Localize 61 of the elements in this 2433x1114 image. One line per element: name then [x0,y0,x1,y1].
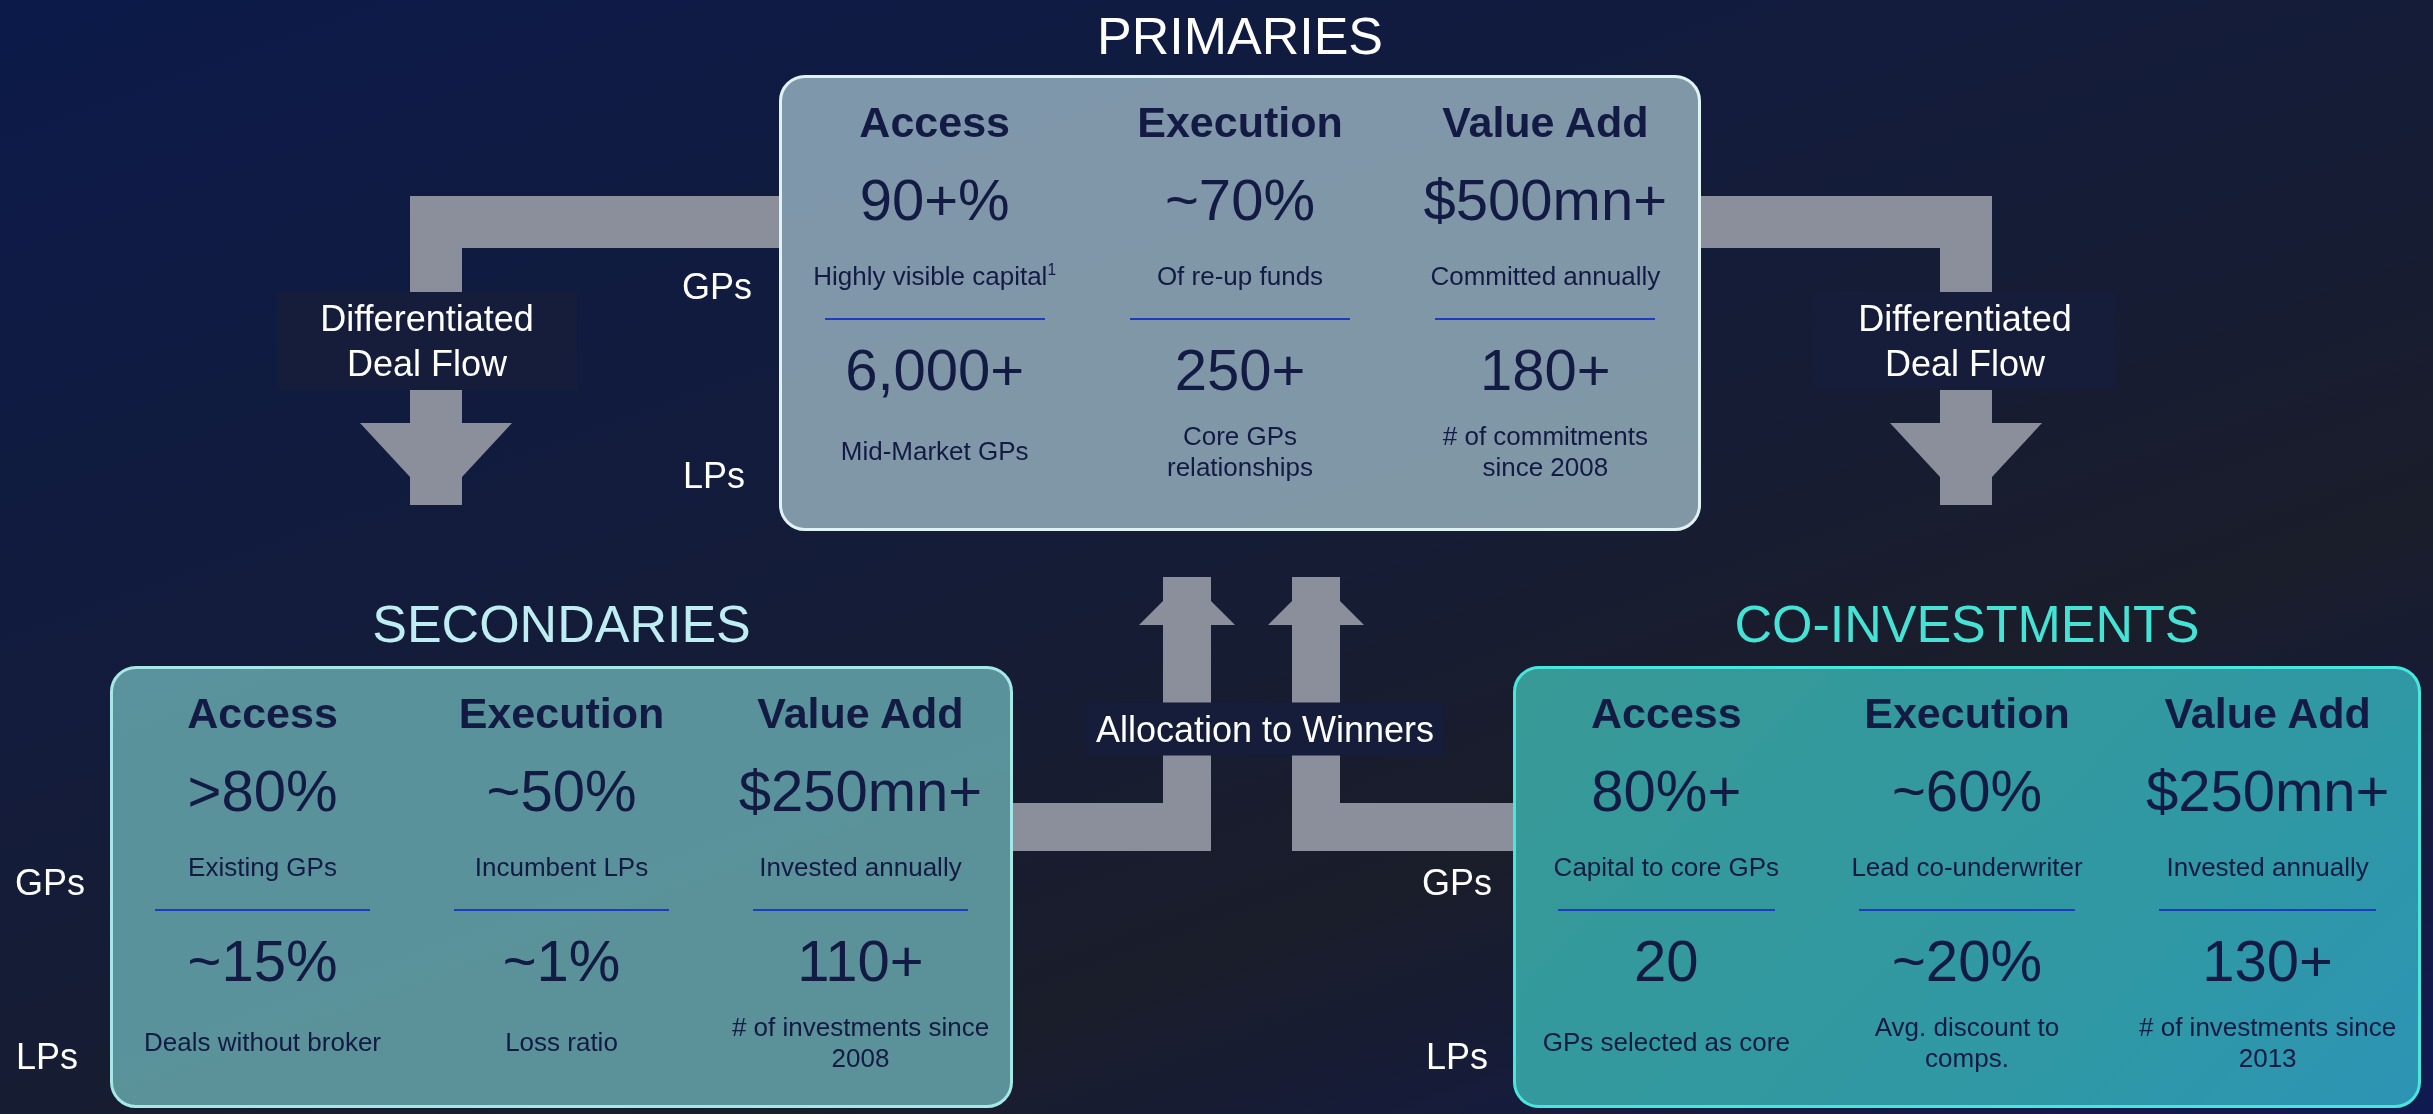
row-label: LPs [1426,1036,1488,1078]
stat-description: # of commitments since 2008 [1441,420,1649,484]
edge-label: Allocation to Winners [1085,702,1445,756]
stat-description: Loss ratio [505,1027,618,1059]
stat-description: # of investments since 2008 [730,1011,991,1075]
stat-value: ~50% [486,756,637,824]
stat-value: 20 [1634,926,1699,994]
stat-value: ~60% [1892,756,2042,824]
stat-description: Deals without broker [144,1027,381,1059]
stat-description: Of re-up funds [1156,261,1324,293]
row-label: GPs [1422,862,1492,904]
row-label: LPs [16,1036,78,1078]
elbow-arrow [1013,577,1235,851]
stat-description: Incumbent LPs [474,852,649,884]
stat-value: ~1% [502,926,621,994]
stat-value: ~70% [1165,165,1315,233]
row-label: LPs [683,455,745,497]
stat-value: $250mn+ [738,756,983,824]
stat-value: 6,000+ [845,335,1025,403]
stat-description: Capital to core GPs [1553,852,1780,884]
column-heading: Execution [1864,688,2070,738]
column-heading: Value Add [757,688,964,738]
stat-value: 90+% [859,165,1010,233]
stat-description: Mid-Market GPs [840,436,1029,468]
stat-description: Invested annually [2166,852,2369,884]
stat-description: Core GPs relationships [1166,420,1314,484]
column-heading: Access [1591,688,1742,738]
row-label: GPs [15,862,85,904]
panel-title: SECONDARIES [371,593,752,654]
stat-description: Invested annually [759,852,962,884]
column-heading: Value Add [1442,97,1649,147]
stat-description: Existing GPs [188,852,337,884]
row-label: GPs [682,266,752,308]
stat-value: $250mn+ [2145,756,2390,824]
elbow-arrow [360,196,779,505]
stat-value: 180+ [1480,335,1611,403]
elbow-arrow [1268,577,1513,851]
stat-description: Avg. discount to comps. [1873,1011,2061,1075]
panel-title: CO-INVESTMENTS [1733,593,2201,654]
stat-value: $500mn+ [1423,165,1668,233]
stat-description: Committed annually [1430,261,1661,293]
stat-value: ~20% [1892,926,2042,994]
stat-description: GPs selected as core [1542,1027,1790,1059]
stat-value: 110+ [797,926,924,994]
edge-label: Differentiated Deal Flow [277,292,577,390]
edge-label: Differentiated Deal Flow [1815,292,2115,390]
panel-title: PRIMARIES [1095,5,1385,66]
stat-description: Lead co-underwriter [1851,852,2083,884]
stat-value: 80%+ [1591,756,1742,824]
stat-description: Highly visible capital$^{1}$ [813,261,1057,293]
column-heading: Execution [1137,97,1343,147]
stat-value: ~15% [187,926,338,994]
column-heading: Access [859,97,1010,147]
column-heading: Execution [458,688,665,738]
stat-value: 250+ [1174,335,1306,403]
stat-value: 130+ [2202,926,2333,994]
stat-description: # of investments since 2013 [2138,1011,2398,1075]
elbow-arrow [1701,196,2042,505]
column-heading: Value Add [2164,688,2371,738]
stat-value: >80% [187,756,338,824]
column-heading: Access [187,688,338,738]
